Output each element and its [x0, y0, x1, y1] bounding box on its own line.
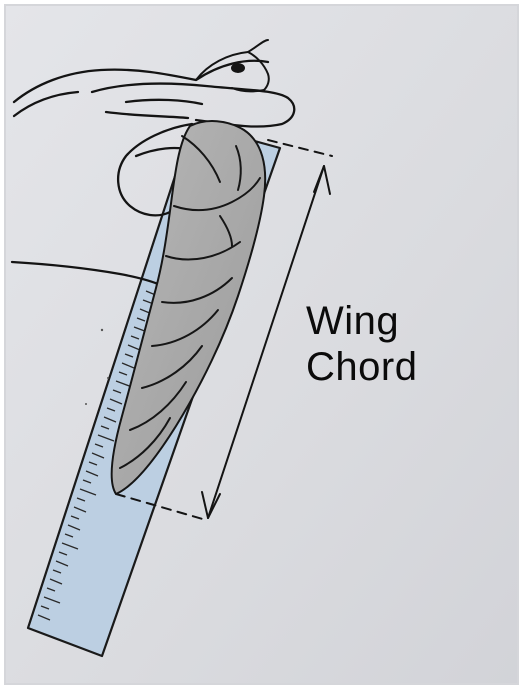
label-line-2: Chord	[306, 344, 417, 390]
label-line-1: Wing	[306, 298, 417, 344]
illustration-frame: Wing Chord	[4, 4, 519, 685]
wing-chord-illustration	[6, 6, 519, 685]
wing-chord-label: Wing Chord	[306, 298, 417, 390]
